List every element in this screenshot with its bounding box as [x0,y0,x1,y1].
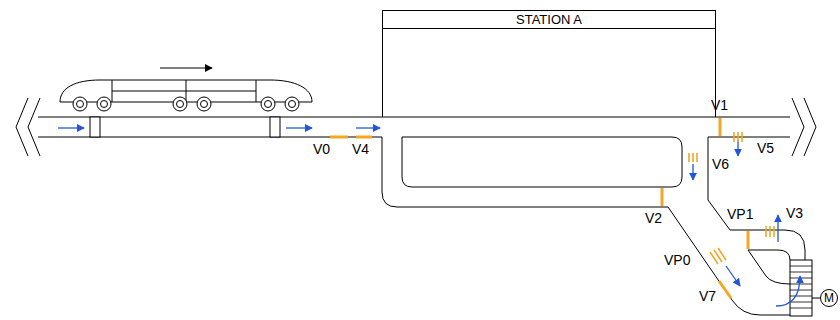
train-wheels [73,97,299,111]
break-mark-left [16,98,40,156]
valve-label: V5 [757,140,774,156]
loop-island [402,137,682,187]
train-body [60,80,312,102]
motor-shaft [812,298,820,299]
pump-body [790,260,812,316]
valve-gate [719,118,722,136]
train-window-line [112,91,256,92]
wheel [261,97,275,111]
valve-gate [747,231,750,249]
diagonal-inner-wall [748,250,790,284]
station-box: STATION A [382,10,716,117]
valve-gate [356,136,372,139]
valve-label: V6 [712,156,729,172]
support-pillar [90,117,100,137]
wheel [173,97,187,111]
wheel [73,97,87,111]
flow-arrow [356,127,380,128]
wheel-hub [101,101,108,108]
branch-wall [708,137,805,260]
valve-hatch [710,248,726,264]
valves [330,118,748,298]
flow-arrow [737,140,738,156]
flow-arrow [777,215,778,242]
valve-label: VP1 [727,206,753,222]
valve-label: V4 [352,141,369,157]
valve-hatch [689,153,697,162]
train [60,80,312,111]
valve-label: V3 [786,205,803,221]
tube-walls [38,117,805,315]
pump [776,260,820,316]
flow-arrow [692,164,693,180]
valve-gate [661,188,664,206]
direction-arrow [160,68,212,69]
valve-hatch [766,226,774,237]
valve-gate [330,136,348,139]
valve-gate [719,281,731,298]
break-mark-right [792,98,816,156]
flow-arrow [726,266,740,286]
valve-hatch [734,132,742,142]
train-supports [90,117,280,137]
motor-label: M [824,291,834,305]
loop-outer-wall [382,137,790,315]
valve-label: V0 [313,141,330,157]
valve-label: V1 [711,97,728,113]
flow-arrow [776,276,800,306]
wheel [197,97,211,111]
wheel-hub [289,101,296,108]
tube-top-wall [38,117,790,118]
wheel-hub [77,101,84,108]
valve-hatches [689,132,774,264]
pump-hatching [790,266,812,308]
break-mark [16,98,816,156]
flow-arrows [58,128,778,286]
flow-arrow [58,127,84,128]
flow-arrow [286,127,312,128]
tube-bottom-wall [708,137,790,138]
valve-label: V7 [699,288,716,304]
wheel-hub [201,101,208,108]
wheel [285,97,299,111]
valve-label: V2 [645,210,662,226]
wheel-hub [177,101,184,108]
motor-symbol: M [820,289,838,307]
support-pillar [270,117,280,137]
valve-label: VP0 [664,252,690,268]
station-name: STATION A [383,11,715,29]
wheel-hub [265,101,272,108]
wheel [97,97,111,111]
